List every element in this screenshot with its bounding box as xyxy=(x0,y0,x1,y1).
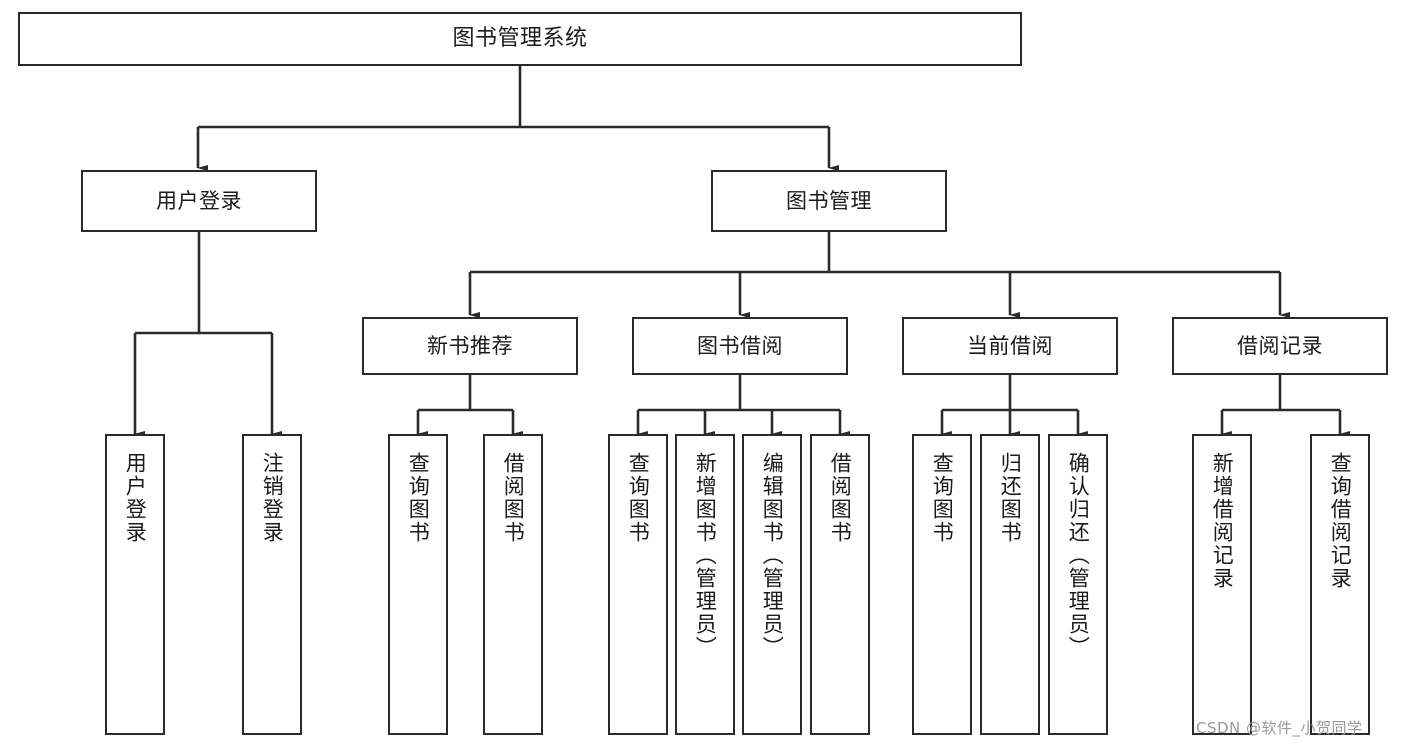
node-label: 借阅图书 xyxy=(828,452,853,544)
node-label: 用户登录 xyxy=(156,188,242,213)
node-label: 注销登录 xyxy=(260,452,285,544)
node-label: 查询图书 xyxy=(930,452,955,544)
node-label: 新增图书（管理员） xyxy=(693,452,718,659)
node-label: 用户登录 xyxy=(123,452,148,544)
node-borrow-records[interactable]: 借阅记录 xyxy=(1172,317,1388,375)
csdn-watermark: CSDN @软件_小贺同学 xyxy=(1196,719,1363,737)
node-label: 归还图书 xyxy=(998,452,1023,544)
node-label: 图书管理 xyxy=(786,188,872,213)
node-root-system[interactable]: 图书管理系统 xyxy=(18,12,1022,66)
leaf-borrow-books[interactable]: 借阅图书 xyxy=(810,434,870,735)
node-label: 查询借阅记录 xyxy=(1328,452,1353,590)
leaf-user-logout[interactable]: 注销登录 xyxy=(242,434,302,735)
node-new-book-recommend[interactable]: 新书推荐 xyxy=(362,317,578,375)
node-book-borrow[interactable]: 图书借阅 xyxy=(632,317,848,375)
node-label: 图书借阅 xyxy=(697,333,783,358)
leaf-query-books-borrow[interactable]: 查询图书 xyxy=(608,434,668,735)
leaf-add-book-admin[interactable]: 新增图书（管理员） xyxy=(675,434,735,735)
leaf-query-books-current[interactable]: 查询图书 xyxy=(912,434,972,735)
node-label: 新书推荐 xyxy=(427,333,513,358)
leaf-query-books-recommend[interactable]: 查询图书 xyxy=(388,434,448,735)
node-user-login[interactable]: 用户登录 xyxy=(81,170,317,232)
leaf-return-books[interactable]: 归还图书 xyxy=(980,434,1040,735)
leaf-borrow-books-recommend[interactable]: 借阅图书 xyxy=(483,434,543,735)
node-label: 新增借阅记录 xyxy=(1210,452,1235,590)
leaf-add-borrow-record[interactable]: 新增借阅记录 xyxy=(1192,434,1252,735)
node-label: 查询图书 xyxy=(626,452,651,544)
node-label: 当前借阅 xyxy=(967,333,1053,358)
node-label: 借阅图书 xyxy=(501,452,526,544)
node-label: 确认归还（管理员） xyxy=(1066,452,1091,659)
leaf-query-borrow-record[interactable]: 查询借阅记录 xyxy=(1310,434,1370,735)
node-current-borrow[interactable]: 当前借阅 xyxy=(902,317,1118,375)
node-label: 编辑图书（管理员） xyxy=(760,452,785,659)
leaf-confirm-return-admin[interactable]: 确认归还（管理员） xyxy=(1048,434,1108,735)
node-book-management[interactable]: 图书管理 xyxy=(711,170,947,232)
leaf-edit-book-admin[interactable]: 编辑图书（管理员） xyxy=(742,434,802,735)
node-label: 查询图书 xyxy=(406,452,431,544)
node-label: 借阅记录 xyxy=(1237,333,1323,358)
node-label: 图书管理系统 xyxy=(452,26,588,52)
leaf-user-login[interactable]: 用户登录 xyxy=(105,434,165,735)
